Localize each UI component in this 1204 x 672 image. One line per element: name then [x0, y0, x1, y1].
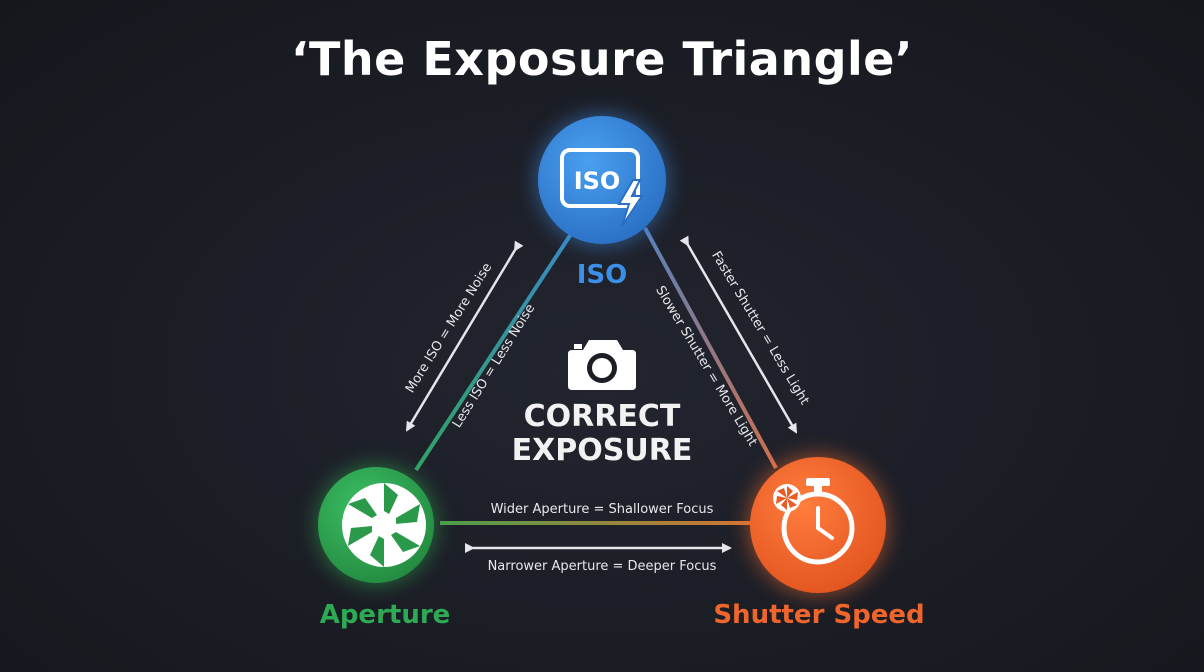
center-line-2: EXPOSURE [511, 433, 693, 468]
center-exposure-label: CORRECT EXPOSURE [452, 400, 752, 468]
edge-label-bottom-bottom: Narrower Aperture = Deeper Focus [488, 559, 717, 574]
arrow-right [679, 235, 798, 434]
shutter-label: Shutter Speed [713, 600, 925, 630]
aperture-node [316, 465, 436, 585]
iso-label: ISO [576, 260, 628, 290]
diagram-title: ‘The Exposure Triangle’ [291, 32, 913, 86]
iso-badge-text: ISO [574, 167, 621, 195]
arrow-left [405, 240, 524, 432]
shutter-node [748, 455, 888, 595]
iso-flash-icon: ISO [560, 148, 644, 227]
stopwatch-icon [773, 478, 855, 565]
aperture-label: Aperture [319, 600, 451, 630]
center-line-1: CORRECT [523, 399, 681, 434]
aperture-icon [342, 483, 426, 567]
edge-label-bottom-top: Wider Aperture = Shallower Focus [491, 502, 714, 517]
iso-node: ISO [536, 114, 668, 246]
camera-icon [568, 340, 636, 390]
